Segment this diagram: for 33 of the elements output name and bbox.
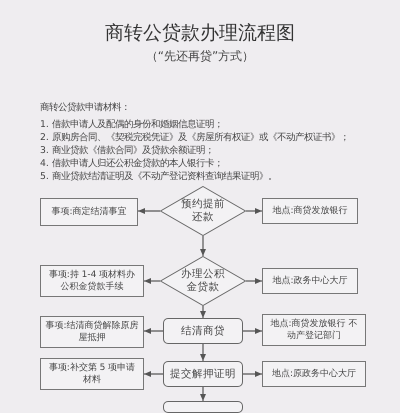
note-box: 事项:补交第 5 项申请材料 bbox=[40, 358, 144, 390]
list-item: 1. 借款申请人及配偶的身份和婚姻信息证明； bbox=[40, 118, 223, 131]
process-box: 提交解押证明 bbox=[163, 361, 243, 387]
decision-diamond: 办理公积金贷款 bbox=[160, 256, 246, 306]
arrow bbox=[200, 387, 206, 401]
arrow bbox=[243, 328, 262, 334]
arrow bbox=[200, 306, 206, 318]
arrow bbox=[144, 328, 163, 334]
process-box bbox=[163, 401, 243, 413]
arrow bbox=[144, 371, 163, 377]
list-heading: 商转公贷款申请材料： bbox=[40, 101, 130, 114]
arrow bbox=[144, 278, 160, 284]
arrow bbox=[200, 236, 206, 256]
note-box: 地点:原政务中心大厅 bbox=[262, 361, 366, 387]
note-box: 事项:商定结清事宜 bbox=[40, 198, 138, 226]
note-box: 地点:商贷发放银行 不动产登记部门 bbox=[262, 314, 366, 346]
decision-diamond: 预约提前还款 bbox=[160, 186, 246, 236]
note-box: 地点:政务中心大厅 bbox=[262, 268, 358, 294]
title: 商转公贷款办理流程图 bbox=[104, 21, 296, 46]
list-item: 5. 商业贷款结清证明及《不动产登记资料查询结果证明》。 bbox=[40, 170, 277, 183]
arrow bbox=[243, 371, 262, 377]
arrow bbox=[138, 208, 160, 214]
process-box: 结清商贷 bbox=[163, 318, 243, 344]
arrow bbox=[246, 278, 262, 284]
note-box: 事项:结清商贷解除原房屋抵押 bbox=[40, 316, 144, 348]
note-box: 地点:商贷发放银行 bbox=[262, 198, 358, 224]
list-item: 3. 商业贷款《借款合同》及贷款余额证明； bbox=[40, 144, 214, 157]
list-item: 4. 借款申请人归还公积金贷款的本人银行卡； bbox=[40, 157, 223, 170]
subtitle: （“先还再贷”方式） bbox=[144, 48, 256, 65]
arrow bbox=[246, 208, 262, 214]
arrow bbox=[200, 344, 206, 361]
note-box: 事项:持 1-4 项材料办公积金贷款手续 bbox=[40, 265, 144, 297]
list-item: 2. 原购房合同、《契税完税凭证》及《房屋所有权证》或《不动产权证书》； bbox=[40, 131, 349, 144]
